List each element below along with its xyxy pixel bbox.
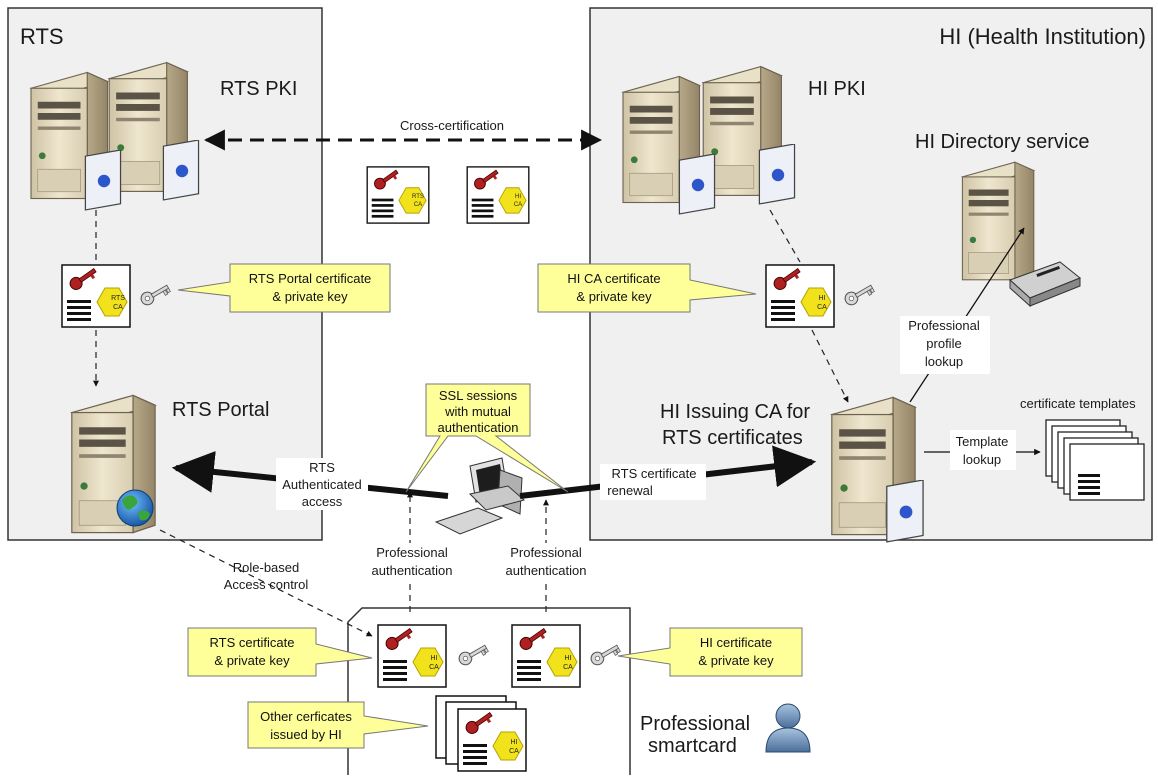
callout-line: RTS Portal certificate — [249, 271, 372, 286]
label-rts-auth-access: RTS Authenticated access — [276, 458, 368, 510]
badge-text: HI — [431, 655, 438, 662]
hi-pki-servers: HI PKI — [622, 66, 866, 215]
callout-rts-cert: RTS certificate & private key — [187, 627, 373, 677]
callout-line: RTS certificate — [209, 635, 294, 650]
callout-line: & private key — [272, 289, 348, 304]
label-line: renewal — [607, 483, 653, 498]
person-icon — [765, 703, 811, 753]
label-line: Access control — [224, 577, 309, 592]
badge-text: HI — [565, 655, 572, 662]
label-line: Professional — [510, 545, 582, 560]
label-role-based: Role-based Access control — [224, 560, 309, 592]
label-line: Role-based — [233, 560, 300, 575]
badge-text: CA — [514, 202, 522, 208]
card-reader — [1009, 261, 1081, 308]
badge-text: CA — [509, 748, 519, 755]
smartcard-title-line1: Professional — [640, 713, 750, 735]
hi-directory-label: HI Directory service — [915, 131, 1089, 153]
label-line: profile — [926, 336, 961, 351]
cert-card-stack-other: HI CA — [435, 695, 527, 772]
rts-pki-servers: RTS PKI — [30, 62, 297, 211]
callout-other-certs: Other cerficates issued by HI — [247, 701, 429, 749]
label-line: RTS — [309, 460, 335, 475]
badge-text: CA — [563, 664, 573, 671]
label-line: Professional — [908, 318, 980, 333]
cert-card-rts-portal: RTS CA — [61, 264, 172, 328]
badge-text: CA — [414, 202, 422, 208]
badge-text: HI — [819, 295, 826, 302]
workstation-icon — [434, 457, 526, 535]
callout-line: & private key — [576, 289, 652, 304]
badge-text: HI — [511, 739, 518, 746]
label-line: Authenticated — [282, 477, 362, 492]
callout-line: authentication — [438, 420, 519, 435]
certificate-templates: certificate templates — [1020, 396, 1145, 501]
callout-ssl-sessions: SSL sessions with mutual authentication — [405, 383, 569, 493]
cert-card-hi-ca: HI CA — [765, 264, 876, 328]
label-line: Professional — [376, 545, 448, 560]
badge-text: CA — [817, 304, 827, 311]
badge-text: RTS — [412, 194, 424, 200]
callout-hi-cert: HI certificate & private key — [617, 627, 803, 677]
badge-text: HI — [515, 194, 521, 200]
callout-hi-ca-cert: HI CA certificate & private key — [537, 263, 757, 313]
label-prof-auth-right: Professional authentication — [494, 543, 598, 579]
label-line: lookup — [963, 452, 1001, 467]
cert-card-hi-ca-top: HI CA — [466, 166, 530, 224]
cert-card-rts-ca-top: RTS CA — [366, 166, 430, 224]
label-line: authentication — [372, 563, 453, 578]
hi-issuing-ca-line1: HI Issuing CA for — [660, 401, 810, 423]
cert-card-smartcard-rts: HI CA — [377, 624, 490, 688]
callout-line: & private key — [214, 653, 290, 668]
hi-issuing-ca-line2: RTS certificates — [662, 427, 803, 449]
badge-text: CA — [113, 304, 123, 311]
callout-line: Other cerficates — [260, 709, 352, 724]
label-template-lookup: Template lookup — [950, 430, 1016, 470]
callout-line: HI CA certificate — [567, 271, 660, 286]
rts-region-title: RTS — [20, 24, 64, 49]
callout-line: SSL sessions — [439, 388, 518, 403]
edge-cross-certification: Cross-certification — [203, 118, 603, 151]
label-prof-auth-left: Professional authentication — [360, 543, 464, 579]
hi-directory-server: HI Directory service — [915, 131, 1089, 308]
label-profile-lookup: Professional profile lookup — [900, 316, 990, 374]
label-line: Template — [956, 434, 1009, 449]
hi-pki-label: HI PKI — [808, 78, 866, 100]
callout-line: HI certificate — [700, 635, 772, 650]
cross-certification-label: Cross-certification — [400, 118, 504, 133]
callout-line: & private key — [698, 653, 774, 668]
hi-issuing-ca-server: HI Issuing CA for RTS certificates — [660, 396, 924, 543]
hi-region-title: HI (Health Institution) — [939, 24, 1146, 49]
label-line: access — [302, 494, 343, 509]
callout-line: with mutual — [444, 404, 511, 419]
label-rts-cert-renewal: RTS certificate renewal — [600, 464, 706, 500]
badge-text: CA — [429, 664, 439, 671]
callout-rts-portal-cert: RTS Portal certificate & private key — [177, 263, 391, 313]
smartcard-title-line2: smartcard — [648, 735, 737, 757]
label-line: RTS certificate — [611, 466, 696, 481]
callout-line: issued by HI — [270, 727, 342, 742]
rts-portal-label: RTS Portal — [172, 399, 269, 421]
badge-text: RTS — [111, 295, 125, 302]
label-line: lookup — [925, 354, 963, 369]
label-line: authentication — [506, 563, 587, 578]
rts-pki-label: RTS PKI — [220, 78, 297, 100]
cert-card-smartcard-hi: HI CA — [511, 624, 622, 688]
rts-portal-server: RTS Portal — [71, 394, 269, 534]
certificate-templates-label: certificate templates — [1020, 396, 1136, 411]
